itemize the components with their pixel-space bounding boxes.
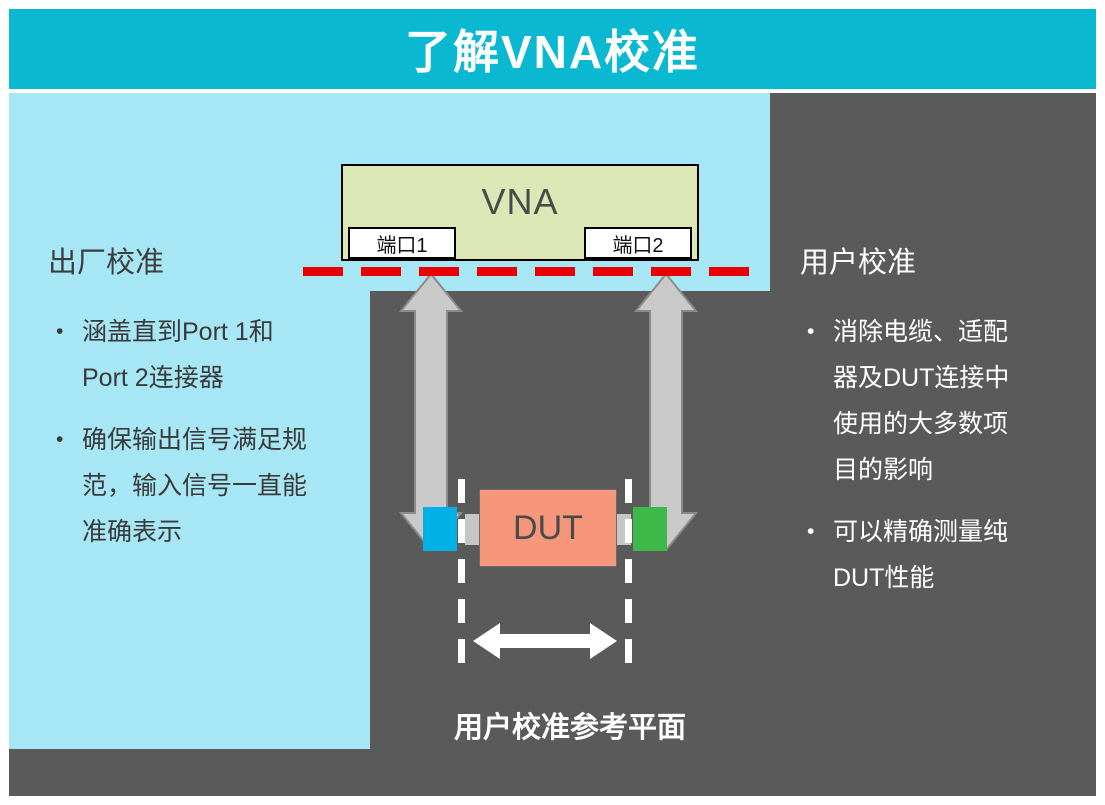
bullet-icon: • [56,320,64,343]
diagram-area: VNA 端口1 端口2 DUT 用户校准参考平面 出厂校准 • 涵盖直到Port… [9,93,1096,796]
bullet-text: 涵盖直到Port 1和 Port 2连接器 [82,318,274,392]
user-cal-bullet-list: • 消除电缆、适配器及DUT连接中使用的大多数项目的影响 • 可以精确测量纯DU… [807,309,1031,617]
user-cal-reference-line-right [625,479,632,669]
user-cal-reference-line-left [458,479,465,669]
factory-cal-bullet-list: • 涵盖直到Port 1和 Port 2连接器 • 确保输出信号满足规范，输入信… [56,309,318,571]
dut-box: DUT [479,489,617,567]
dut-connector-right [633,507,667,551]
bullet-text: 确保输出信号满足规范，输入信号一直能准确表示 [82,426,308,546]
bullet-icon: • [807,320,815,343]
list-item: • 消除电缆、适配器及DUT连接中使用的大多数项目的影响 [807,309,1031,493]
bullet-icon: • [56,428,64,451]
bullet-text: 可以精确测量纯DUT性能 [833,518,1009,592]
dut-adapter-left [465,514,479,545]
vna-label: VNA [481,181,559,222]
vna-port-2: 端口2 [584,227,692,259]
reference-span-arrow-icon [473,623,617,659]
list-item: • 涵盖直到Port 1和 Port 2连接器 [56,309,318,401]
title-banner: 了解VNA校准 [9,9,1096,89]
reference-plane-caption: 用户校准参考平面 [453,712,686,744]
user-cal-heading: 用户校准 [800,247,917,279]
dut-connector-left [423,507,457,551]
factory-cal-heading: 出厂校准 [48,247,165,279]
vna-box: VNA 端口1 端口2 [341,164,699,261]
vna-port-1: 端口1 [348,227,456,259]
page-title: 了解VNA校准 [404,26,701,78]
list-item: • 确保输出信号满足规范，输入信号一直能准确表示 [56,417,318,555]
bullet-text: 消除电缆、适配器及DUT连接中使用的大多数项目的影响 [833,318,1010,484]
bullet-icon: • [807,520,815,543]
list-item: • 可以精确测量纯DUT性能 [807,509,1031,601]
factory-cal-reference-line [303,267,765,276]
